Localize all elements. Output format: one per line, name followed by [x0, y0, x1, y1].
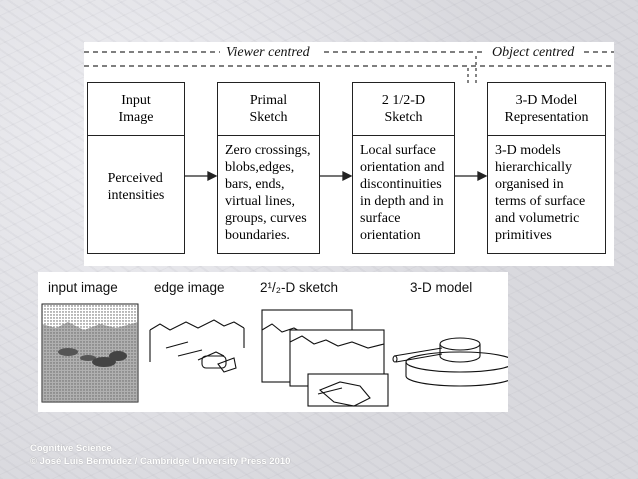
footer-copyright: © José Luis Bermúdez / Cambridge Univers… — [30, 456, 291, 467]
model-label: 3-D model — [410, 280, 473, 295]
stage-body: Zero crossings, blobs,edges, bars, ends,… — [225, 143, 311, 243]
sketch-picture — [261, 309, 389, 407]
input-image-picture — [41, 303, 139, 403]
stage-3d-model: 3-D Model Representation 3-D models hier… — [487, 82, 606, 254]
diagram-lines — [84, 51, 614, 182]
footer-course: Cognitive Science — [30, 443, 112, 454]
stage-body: 3-D models hierarchically organised in t… — [495, 143, 586, 243]
stage-title: Input Image — [88, 83, 184, 136]
example-drawings — [41, 303, 508, 407]
stage-primal-sketch: Primal Sketch Zero crossings, blobs,edge… — [217, 82, 320, 254]
stages-diagram: Viewer centred Object centred Input Imag… — [84, 42, 614, 266]
stage-title: 3-D Model Representation — [488, 83, 605, 136]
sketch-label: 2¹/₂-D sketch — [260, 280, 339, 295]
stage-title: Primal Sketch — [218, 83, 319, 136]
edge-image-picture — [149, 319, 245, 373]
viewer-centred-label: Viewer centred — [226, 45, 310, 60]
stage-input-image: Input Image Perceived intensities — [87, 82, 185, 254]
model-picture — [392, 337, 508, 387]
examples-diagram: input image edge image 2¹/₂-D sketch 3-D… — [38, 272, 508, 412]
input-image-label: input image — [48, 280, 118, 295]
stage-two-half-d-sketch: 2 1/2-D Sketch Local surface orientation… — [352, 82, 455, 254]
object-centred-label: Object centred — [492, 45, 575, 60]
stage-body: Perceived intensities — [107, 171, 165, 203]
stage-body: Local surface orientation and discontinu… — [360, 143, 445, 243]
stage-title: 2 1/2-D Sketch — [353, 83, 454, 136]
edge-image-label: edge image — [154, 280, 225, 295]
